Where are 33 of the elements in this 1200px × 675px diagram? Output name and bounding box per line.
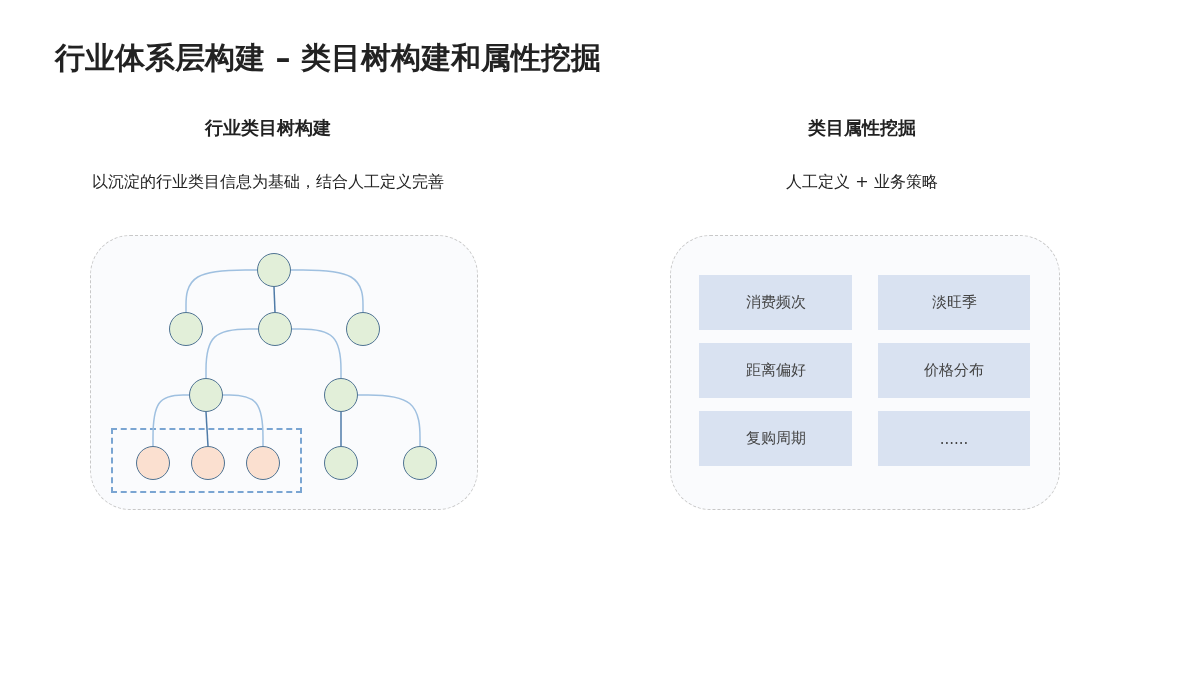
tree-connector bbox=[222, 394, 264, 447]
tree-node-circle bbox=[346, 312, 380, 346]
panel-subtitle: 以沉淀的行业类目信息为基础，结合人工定义完善 bbox=[91, 172, 445, 193]
tree-node-circle bbox=[191, 446, 225, 480]
tree-node-circle bbox=[258, 312, 292, 346]
attribute-box: 消费频次 bbox=[699, 275, 852, 330]
attribute-box: 复购周期 bbox=[699, 411, 852, 466]
attribute-box: 价格分布 bbox=[878, 343, 1030, 398]
tree-node-circle bbox=[324, 378, 358, 412]
tree-node-circle bbox=[246, 446, 280, 480]
panel-heading: 行业类目树构建 bbox=[203, 116, 332, 140]
panel-subtitle: 人工定义 + 业务策略 bbox=[785, 172, 939, 193]
attribute-box: 距离偏好 bbox=[699, 343, 852, 398]
tree-node-circle bbox=[189, 378, 223, 412]
tree-node-circle bbox=[136, 446, 170, 480]
tree-node-circle bbox=[403, 446, 437, 480]
tree-connector bbox=[185, 269, 258, 313]
dashed-group-frame bbox=[111, 428, 302, 493]
tree-connector bbox=[291, 328, 342, 379]
panel-heading: 类目属性挖掘 bbox=[807, 116, 917, 140]
tree-connector bbox=[152, 394, 190, 447]
tree-connector bbox=[205, 411, 209, 447]
slide-title: 行业体系层构建 – 类目树构建和属性挖掘 bbox=[55, 39, 601, 77]
tree-connector bbox=[357, 394, 421, 447]
tree-connector bbox=[340, 411, 342, 447]
tree-node-circle bbox=[324, 446, 358, 480]
tree-node-circle bbox=[169, 312, 203, 346]
tree-connector bbox=[273, 286, 276, 313]
tree-node-circle bbox=[257, 253, 291, 287]
tree-connector bbox=[205, 328, 259, 379]
tree-connector bbox=[290, 269, 364, 313]
attribute-box: 淡旺季 bbox=[878, 275, 1030, 330]
attribute-box: ...... bbox=[878, 411, 1030, 466]
